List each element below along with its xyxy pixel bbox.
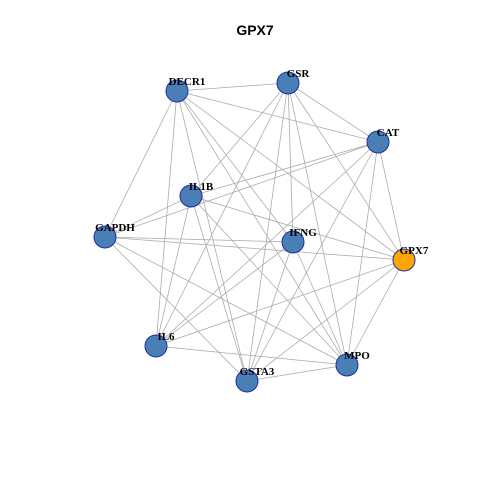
edge-il1b-gsta3 bbox=[190, 195, 248, 382]
edge-gsr-ifng bbox=[287, 82, 294, 243]
node-label-gapdh: GAPDH bbox=[95, 222, 135, 234]
node-label-decr1: DECR1 bbox=[169, 76, 206, 88]
node-decr1[interactable] bbox=[165, 79, 189, 103]
edge-mpo-gsta3 bbox=[246, 364, 348, 382]
edge-cat-il6 bbox=[155, 141, 379, 347]
edge-cat-il1b bbox=[190, 141, 379, 197]
edge-decr1-mpo bbox=[176, 90, 348, 366]
edge-il1b-gpx7 bbox=[190, 195, 405, 261]
node-label-il1b: IL1B bbox=[189, 181, 214, 193]
node-ifng[interactable] bbox=[281, 230, 305, 254]
edge-gsr-il6 bbox=[155, 82, 289, 347]
node-label-ifng: IFNG bbox=[289, 227, 317, 239]
node-gpx7[interactable] bbox=[392, 248, 416, 272]
edge-ifng-gsta3 bbox=[246, 241, 294, 382]
edge-decr1-il6 bbox=[155, 90, 178, 347]
edge-gsr-mpo bbox=[287, 82, 348, 366]
edge-gpx7-il6 bbox=[155, 259, 405, 347]
node-gsta3[interactable] bbox=[235, 369, 259, 393]
edge-gpx7-gsta3 bbox=[246, 259, 405, 382]
edge-ifng-mpo bbox=[292, 241, 348, 366]
edge-gpx7-mpo bbox=[346, 259, 405, 366]
node-il6[interactable] bbox=[144, 334, 168, 358]
node-label-gsr: GSR bbox=[287, 68, 311, 80]
edge-gsr-gsta3 bbox=[246, 82, 289, 382]
edge-layer bbox=[104, 82, 405, 382]
node-label-gpx7: GPX7 bbox=[400, 245, 429, 257]
edge-cat-mpo bbox=[346, 141, 379, 366]
node-mpo[interactable] bbox=[335, 353, 359, 377]
edge-il1b-il6 bbox=[155, 195, 192, 347]
node-il1b[interactable] bbox=[179, 184, 203, 208]
edge-il1b-gapdh bbox=[104, 195, 192, 238]
edge-decr1-gapdh bbox=[104, 90, 178, 238]
node-gsr[interactable] bbox=[276, 71, 300, 95]
edge-gapdh-gsta3 bbox=[104, 236, 248, 382]
edge-cat-gsta3 bbox=[246, 141, 379, 382]
edge-decr1-gsta3 bbox=[176, 90, 248, 382]
node-label-il6: IL6 bbox=[157, 331, 175, 343]
edge-gapdh-ifng bbox=[104, 236, 294, 243]
edge-cat-gpx7 bbox=[377, 141, 405, 261]
edge-gapdh-gpx7 bbox=[104, 236, 405, 261]
edge-il6-mpo bbox=[155, 345, 348, 366]
node-gapdh[interactable] bbox=[93, 225, 117, 249]
edge-cat-gapdh bbox=[104, 141, 379, 238]
edge-ifng-il6 bbox=[155, 241, 294, 347]
node-label-cat: CAT bbox=[377, 127, 400, 139]
graph-title: GPX7 bbox=[236, 22, 274, 38]
node-label-mpo: MPO bbox=[344, 350, 370, 362]
node-cat[interactable] bbox=[366, 130, 390, 154]
edge-decr1-ifng bbox=[176, 90, 294, 243]
edge-il1b-mpo bbox=[190, 195, 348, 366]
node-layer bbox=[93, 71, 416, 393]
edge-gsr-il1b bbox=[190, 82, 289, 197]
edge-gapdh-mpo bbox=[104, 236, 348, 366]
edge-decr1-cat bbox=[176, 90, 379, 143]
edge-decr1-gsr bbox=[176, 82, 289, 92]
edge-gsr-cat bbox=[287, 82, 379, 143]
edge-decr1-gpx7 bbox=[176, 90, 405, 261]
node-label-gsta3: GSTA3 bbox=[240, 366, 275, 378]
